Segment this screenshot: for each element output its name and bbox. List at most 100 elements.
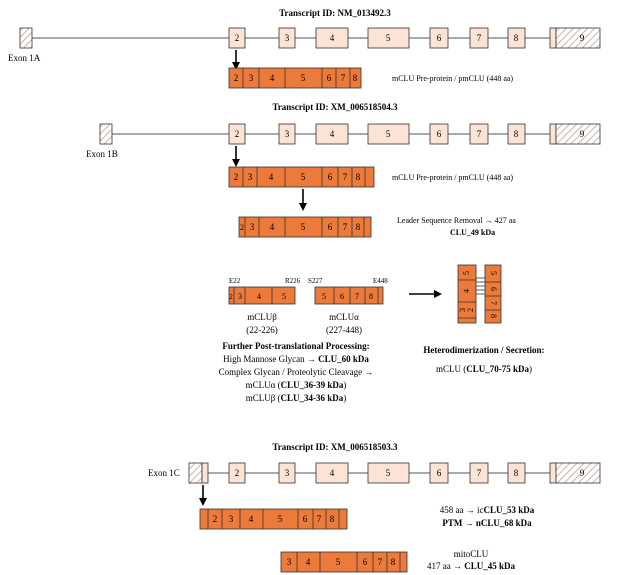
- transcript1-exon-8: [507, 27, 526, 49]
- mitoclu-line: 417 aa → CLU_45 kDa: [427, 561, 516, 571]
- svg-text:7: 7: [355, 292, 359, 301]
- svg-text:3: 3: [285, 129, 290, 139]
- svg-text:3: 3: [285, 468, 290, 478]
- svg-text:2: 2: [229, 293, 233, 301]
- ptm-line1: High Mannose Glycan → CLU_60 kDa: [223, 354, 369, 364]
- svg-text:7: 7: [343, 222, 348, 232]
- svg-text:2: 2: [234, 172, 239, 182]
- svg-text:4: 4: [249, 514, 254, 524]
- heterodimer-left-chain: 5 4 3 2: [457, 264, 477, 324]
- alpha-chain-bar: 5 6 7 8: [314, 286, 384, 305]
- svg-text:6: 6: [327, 73, 332, 83]
- svg-text:7: 7: [477, 468, 482, 478]
- svg-text:8: 8: [356, 172, 361, 182]
- svg-text:8: 8: [391, 557, 396, 567]
- svg-text:7: 7: [489, 301, 498, 305]
- transcript2-protein-label: mCLU Pre-protein / pmCLU (448 aa): [392, 173, 513, 182]
- svg-text:5: 5: [278, 514, 283, 524]
- transcript3-exon-1c-coding: [201, 462, 209, 484]
- dimer-title: Heterodimerization / Secretion:: [423, 345, 544, 355]
- beta-chain-bar: 2 3 4 5: [228, 286, 296, 305]
- svg-text:6: 6: [437, 33, 442, 43]
- svg-text:5: 5: [322, 292, 326, 301]
- svg-text:6: 6: [340, 292, 344, 301]
- svg-text:5: 5: [489, 271, 498, 275]
- svg-text:5: 5: [462, 271, 471, 275]
- svg-text:5: 5: [301, 222, 306, 232]
- svg-text:7: 7: [477, 33, 482, 43]
- transcript1-protein-bar: 2 3 4 5 6 7 8: [228, 67, 362, 89]
- transcript3-exon-track: 2 3 4 5 6 7 8 9: [228, 462, 601, 484]
- beta-name: mCLUβ: [247, 312, 277, 322]
- alpha-range: (227-448): [326, 325, 362, 335]
- transcript1-exon-7: [469, 27, 489, 49]
- svg-text:5: 5: [386, 33, 391, 43]
- svg-text:3: 3: [250, 222, 255, 232]
- svg-text:8: 8: [514, 129, 519, 139]
- svg-text:3: 3: [287, 557, 292, 567]
- svg-text:8: 8: [356, 222, 361, 232]
- heterodimer-right-chain: 5 6 7 8: [484, 264, 502, 324]
- svg-text:8: 8: [330, 514, 335, 524]
- ptm-line3: mCLUα (CLU_36-39 kDa): [246, 380, 347, 390]
- svg-text:2: 2: [235, 129, 240, 139]
- svg-text:4: 4: [330, 33, 335, 43]
- svg-text:7: 7: [317, 514, 322, 524]
- svg-text:6: 6: [303, 514, 308, 524]
- svg-text:3: 3: [229, 514, 234, 524]
- svg-text:9: 9: [580, 468, 585, 478]
- leader-removal-label: Leader Sequence Removal → 427 aa: [397, 216, 516, 225]
- svg-text:2: 2: [234, 73, 239, 83]
- svg-text:7: 7: [378, 557, 383, 567]
- svg-text:6: 6: [489, 287, 498, 291]
- ptm-title: Further Post-translational Processing:: [222, 341, 369, 351]
- svg-text:5: 5: [301, 172, 306, 182]
- svg-text:4: 4: [270, 222, 275, 232]
- alpha-name: mCLUα: [329, 312, 359, 322]
- mature-protein-bar: 2 3 4 5 6 7 8: [238, 216, 372, 238]
- svg-text:8: 8: [489, 314, 498, 318]
- svg-text:4: 4: [306, 557, 311, 567]
- svg-text:7: 7: [343, 172, 348, 182]
- transcript1-exon-3: [278, 27, 296, 49]
- svg-text:7: 7: [477, 129, 482, 139]
- svg-text:3: 3: [458, 308, 467, 312]
- beta-range: (22-226): [246, 325, 278, 335]
- disulfide-bonds: [476, 277, 485, 295]
- transcript1-exon-1a: [19, 27, 33, 49]
- svg-text:3: 3: [248, 172, 253, 182]
- transcript1-exon-6: [429, 27, 449, 49]
- transcript3-line1: 458 aa → icCLU_53 kDa: [440, 505, 535, 515]
- svg-text:5: 5: [336, 557, 341, 567]
- svg-text:3: 3: [238, 292, 242, 301]
- transcript3-exon-1c-label: Exon 1C: [148, 468, 180, 478]
- transcript3-title: Transcript ID: XM_006518503.3: [272, 442, 398, 452]
- transcript2-exon-track: 2 3 4 5 6 7 8 9: [228, 123, 601, 145]
- transcript2-protein-bar: 2 3 4 5 6 7 8: [228, 166, 375, 188]
- svg-text:6: 6: [437, 468, 442, 478]
- transcript2-title: Transcript ID: XM_006518504.3: [272, 102, 398, 112]
- svg-text:5: 5: [386, 129, 391, 139]
- svg-text:2: 2: [235, 33, 240, 43]
- transcript1-exon-1a-label: Exon 1A: [8, 53, 41, 63]
- svg-text:4: 4: [257, 292, 261, 301]
- ptm-line4: mCLUβ (CLU_34-36 kDa): [246, 393, 347, 403]
- svg-text:2: 2: [235, 468, 240, 478]
- svg-text:4: 4: [269, 172, 274, 182]
- svg-text:8: 8: [514, 468, 519, 478]
- leader-removal-kda: CLU_49 kDa: [450, 228, 495, 237]
- svg-text:2: 2: [466, 308, 475, 312]
- svg-text:2: 2: [240, 223, 244, 232]
- svg-text:9: 9: [580, 129, 585, 139]
- svg-text:6: 6: [328, 172, 333, 182]
- transcript2-exon-1b-label: Exon 1B: [86, 149, 118, 159]
- svg-text:2: 2: [213, 514, 218, 524]
- svg-text:4: 4: [330, 468, 335, 478]
- svg-text:8: 8: [369, 292, 373, 301]
- transcript1-title: Transcript ID: NM_013492.3: [279, 8, 391, 18]
- svg-text:4: 4: [462, 289, 471, 293]
- transcript1-exon-track: 2 3 4 5 6 7 8 9: [228, 27, 601, 49]
- svg-text:5: 5: [301, 73, 306, 83]
- transcript1-exon-9-utr: [555, 27, 601, 49]
